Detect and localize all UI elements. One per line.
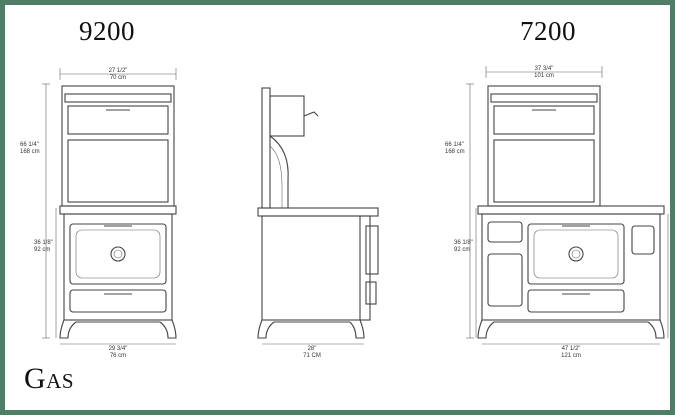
dim-9200-counter-cm: 92 cm: [34, 247, 50, 253]
stove-7200-front: 37 3/4" 101 cm 66 1/4" 168 cm 36 1/8" 92…: [445, 66, 669, 359]
dim-9200-base-cm: 76 cm: [110, 353, 126, 359]
dim-9200-height-cm: 168 cm: [20, 149, 40, 155]
dim-7200-top-cm: 101 cm: [534, 73, 554, 79]
dim-7200-height-in: 66 1/4": [445, 142, 464, 148]
dim-7200-counter-cm: 92 cm: [454, 247, 470, 253]
dim-9200-top-in: 27 1/2": [109, 68, 128, 74]
stove-9200-front: 27 1/2" 70 cm 66 1/4" 168 cm 36 1/8" 92 …: [20, 68, 177, 359]
dim-9200-base-in: 29 3/4": [109, 346, 128, 352]
dim-side-depth-in: 28": [308, 346, 317, 352]
dim-9200-height-in: 66 1/4": [20, 142, 39, 148]
dim-7200-base-in: 47 1/2": [562, 346, 581, 352]
dim-7200-counter-in: 36 1/8": [454, 240, 473, 246]
dim-7200-top-in: 37 3/4": [535, 66, 554, 72]
model-9200-label: 9200: [79, 16, 135, 46]
stove-side-view: 28" 71 CM: [257, 87, 379, 359]
dim-7200-base-cm: 121 cm: [561, 353, 581, 359]
model-7200-label: 7200: [520, 16, 576, 46]
fuel-type-label: Gas: [24, 362, 75, 395]
dim-7200-height-cm: 168 cm: [445, 149, 465, 155]
dim-side-depth-cm: 71 CM: [303, 353, 321, 359]
dim-9200-top-cm: 70 cm: [110, 75, 126, 81]
dim-9200-counter-in: 36 1/8": [34, 240, 53, 246]
